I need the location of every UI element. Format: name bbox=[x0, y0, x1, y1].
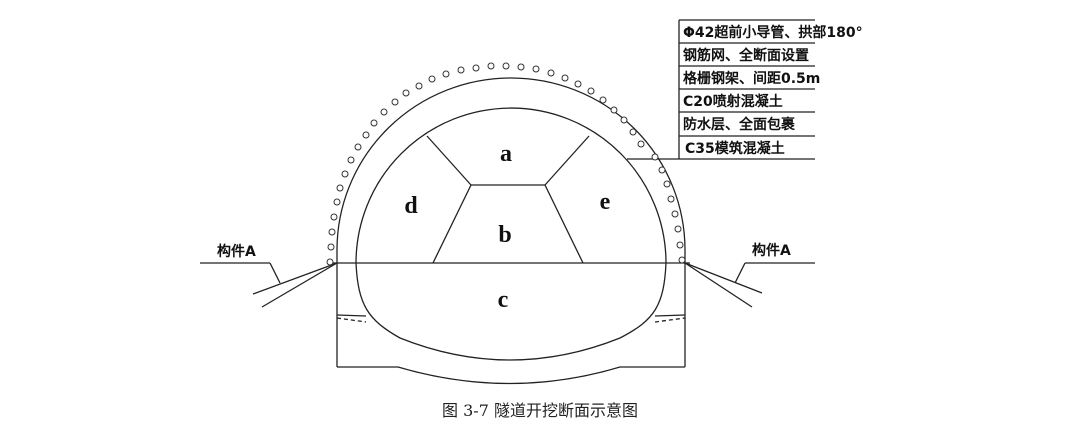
component-label-right: 构件A bbox=[752, 242, 791, 259]
legend-row-2: 钢筋网、全断面设置 bbox=[683, 47, 809, 64]
component-label-left: 构件A bbox=[217, 243, 256, 260]
section-label-e: e bbox=[600, 189, 611, 215]
section-label-a: a bbox=[500, 141, 512, 167]
inner-invert bbox=[355, 262, 667, 361]
base-outline bbox=[337, 366, 685, 385]
legend-row-1: Φ42超前小导管、拱部180° bbox=[683, 24, 863, 41]
outer-lining-arch bbox=[336, 77, 686, 263]
legend-row-4: C20喷射混凝土 bbox=[683, 93, 783, 110]
legend-row-3: 格栅钢架、间距0.5m bbox=[683, 70, 820, 87]
section-label-b: b bbox=[498, 222, 511, 248]
inner-arch bbox=[355, 107, 667, 264]
advance-pipes bbox=[326, 62, 686, 266]
section-label-c: c bbox=[498, 287, 509, 313]
figure-caption: 图 3-7 隧道开挖断面示意图 bbox=[442, 401, 638, 420]
section-label-d: d bbox=[404, 193, 418, 219]
legend-row-5: 防水层、全面包裹 bbox=[683, 116, 796, 133]
legend-row-6: C35模筑混凝土 bbox=[685, 140, 785, 157]
